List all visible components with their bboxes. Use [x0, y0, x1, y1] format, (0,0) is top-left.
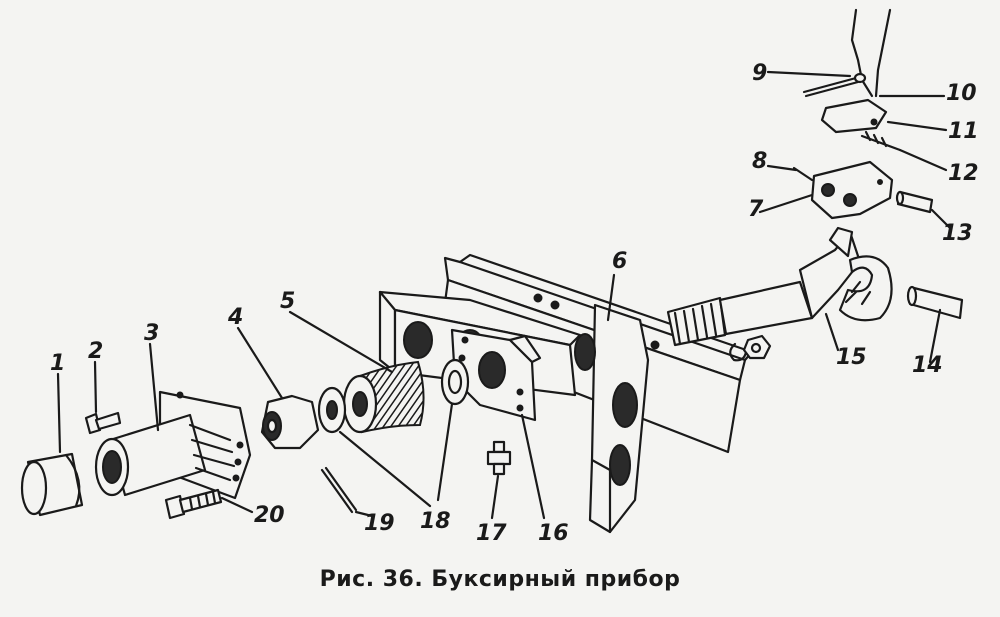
bushing-ring — [317, 386, 347, 434]
callout-1: 1 — [50, 351, 65, 376]
latch — [810, 160, 894, 220]
chain — [802, 8, 892, 98]
callout-3: 3 — [144, 321, 159, 346]
callout-15: 15 — [836, 345, 867, 370]
callout-10: 10 — [946, 81, 977, 106]
callout-11: 11 — [948, 119, 979, 144]
callout-5: 5 — [280, 289, 295, 314]
callout-18: 18 — [420, 509, 451, 534]
roller-pin — [895, 190, 934, 214]
callout-2: 2 — [88, 339, 103, 364]
callout-17: 17 — [476, 521, 507, 546]
spring — [860, 130, 902, 152]
callout-4: 4 — [227, 305, 243, 330]
callout-6: 6 — [612, 249, 627, 274]
cotter-pin — [320, 466, 358, 514]
bolt — [164, 488, 223, 520]
leader-lines — [56, 70, 952, 520]
callout-19: 19 — [364, 511, 395, 536]
callout-9: 9 — [752, 61, 767, 86]
pin — [906, 285, 964, 320]
flange-plate — [450, 328, 542, 422]
washer — [440, 358, 470, 406]
lock-plate — [820, 98, 888, 134]
cap — [20, 452, 84, 517]
callout-13: 13 — [942, 221, 973, 246]
hook-washer-nut — [729, 334, 772, 362]
frame-vertical-bracket — [588, 303, 650, 534]
callout-labels: 1 2 3 4 5 6 7 8 9 10 11 12 13 14 15 16 1… — [50, 61, 979, 546]
callout-12: 12 — [948, 161, 979, 186]
callout-16: 16 — [538, 521, 569, 546]
towing-hook — [666, 226, 893, 347]
rubber-bushing — [342, 360, 425, 434]
figure-caption: Рис. 36. Буксирный прибор — [320, 567, 681, 592]
nut — [260, 394, 320, 450]
small-bolt — [84, 411, 122, 435]
housing — [94, 390, 252, 500]
callout-7: 7 — [748, 197, 764, 222]
grease-fitting — [486, 440, 512, 476]
callout-20: 20 — [254, 503, 285, 528]
callout-8: 8 — [752, 149, 767, 174]
callout-14: 14 — [912, 353, 943, 378]
